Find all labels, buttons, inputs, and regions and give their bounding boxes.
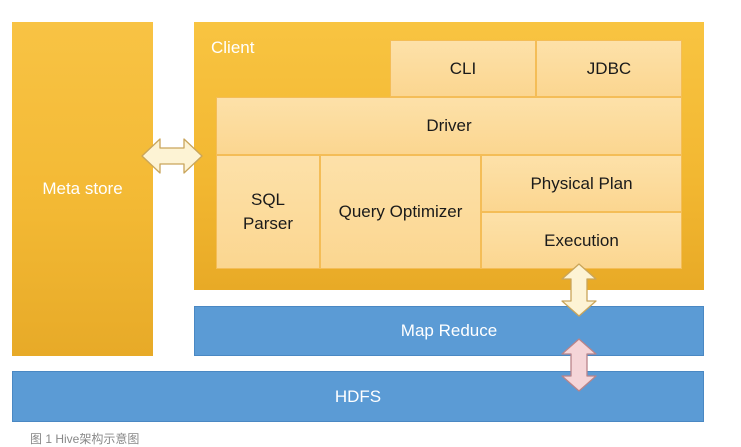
jdbc-label: JDBC [586,58,632,78]
metastore-block: Meta store [12,22,153,356]
sql-parser-block: SQL Parser [216,155,320,269]
physical-plan-label: Physical Plan [530,173,633,193]
physical-plan-block: Physical Plan [481,155,682,212]
client-label: Client [211,38,255,57]
execution-label: Execution [544,230,619,250]
cli-block: CLI [390,40,536,97]
hdfs-label: HDFS [334,386,382,406]
metastore-label: Meta store [42,179,123,198]
execution-block: Execution [481,212,682,269]
metastore-client-arrow [141,138,203,174]
cli-label: CLI [449,58,477,78]
query-optimizer-label: Query Optimizer [338,202,463,221]
hdfs-block: HDFS [12,371,704,422]
driver-label: Driver [426,116,472,135]
jdbc-block: JDBC [536,40,682,97]
figure-caption: 图 1 Hive架构示意图 [30,432,140,446]
sql-parser-line1: SQL [250,190,286,209]
sql-parser-line2: Parser [242,214,294,233]
mapreduce-label: Map Reduce [400,321,498,340]
query-optimizer-block: Query Optimizer [320,155,481,269]
execution-mapreduce-arrow [561,263,597,317]
mapreduce-block: Map Reduce [194,306,704,356]
driver-block: Driver [216,97,682,155]
mapreduce-hdfs-arrow [561,338,597,392]
